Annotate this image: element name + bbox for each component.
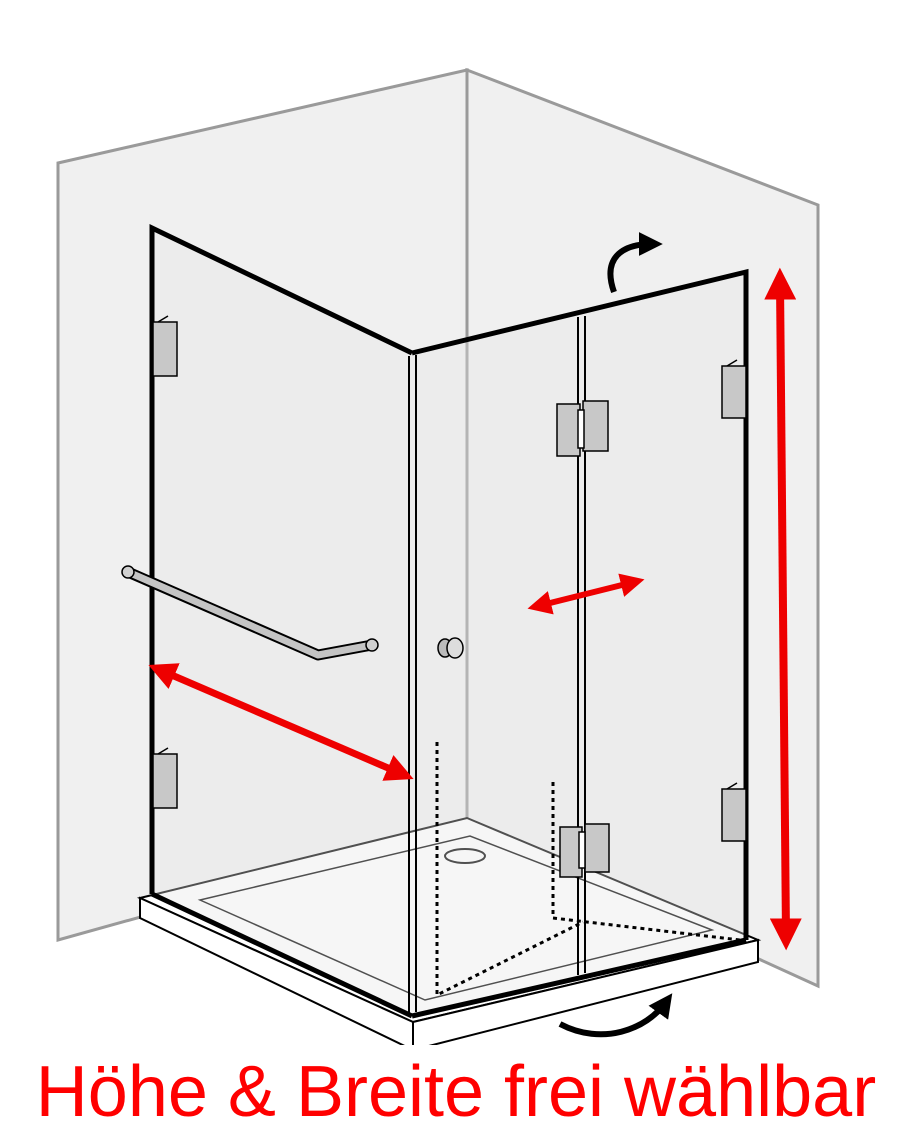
fold-swing-path [551,782,741,942]
width-arrow-icon [148,663,414,781]
towel-bar-icon [121,565,379,661]
fold-width-arrow-icon [527,573,645,615]
swing-arrow-icon [607,232,663,293]
clamp-icon [152,315,747,842]
height-arrow-icon [764,267,802,951]
caption-text: Höhe & Breite frei wählbar [35,1052,877,1132]
hinge-icon [556,400,610,878]
drain-icon [444,848,486,864]
front-panel-frame [411,268,749,940]
knob-icon [437,637,464,659]
tray-edge-left [150,891,414,1019]
shower-tray-basin [197,835,715,1001]
shower-tray-side [412,938,759,1045]
shower-tray-front [139,896,414,1045]
swing-arrow-icon [558,993,673,1038]
tray-edge-front [411,937,747,1019]
shower-enclosure-diagram [56,67,820,1045]
side-glass-panel [152,228,412,1016]
door-swing-path [435,742,584,998]
